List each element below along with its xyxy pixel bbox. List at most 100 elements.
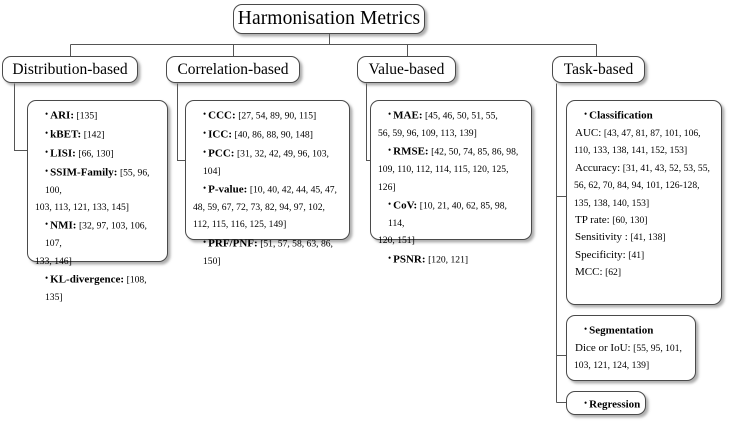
category-node-correlation-based[interactable]: Correlation-based	[166, 56, 300, 83]
metric-label: ARI:	[50, 109, 74, 122]
bullet-icon: •	[45, 109, 49, 119]
metric-entry-continuation: 110, 133, 138, 141, 152, 153]	[574, 142, 714, 159]
metric-entry-continuation: 112, 115, 116, 125, 149]	[193, 216, 342, 233]
metric-refs: 48, 59, 67, 72, 73, 82, 94, 97, 102,	[193, 202, 325, 214]
metric-entry: •LISI: [66, 130]	[35, 144, 160, 163]
bullet-icon: •	[45, 146, 49, 157]
metric-label: P-value:	[208, 183, 248, 196]
metric-entry: •PCC: [31, 32, 42, 49, 96, 103, 104]	[193, 144, 342, 180]
category-node-task-based[interactable]: Task-based	[552, 56, 645, 83]
metric-entry: •PRF/PNF: [51, 57, 58, 63, 86, 150]	[193, 234, 342, 270]
metric-entry: •Segmentation	[574, 321, 688, 340]
metric-label: LISI:	[50, 147, 76, 160]
metric-entry-continuation: 103, 121, 124, 139]	[574, 357, 688, 374]
bullet-icon: •	[45, 165, 49, 176]
metric-entry: •P-value: [10, 40, 42, 44, 45, 47,	[193, 180, 342, 199]
bullet-icon: •	[45, 127, 49, 138]
metric-entry-continuation: 133, 146]	[35, 253, 160, 270]
metric-label: CoV:	[393, 199, 418, 212]
metric-refs: [142]	[83, 129, 105, 141]
metric-list-value-based: •MAE: [45, 46, 50, 51, 55, 56, 59, 96, 1…	[370, 100, 532, 265]
metric-entry: Accuracy: [31, 41, 43, 52, 53, 55,	[574, 160, 714, 177]
metric-refs: [55, 96, 100,	[45, 167, 150, 196]
bullet-icon: •	[584, 398, 588, 408]
category-label-value-based: Value-based	[368, 60, 445, 78]
metric-list-regression: •Regression	[566, 391, 646, 415]
bullet-icon: •	[388, 252, 392, 263]
metric-entry: •kBET: [142]	[35, 125, 160, 144]
metric-entry-continuation: 48, 59, 67, 72, 73, 82, 94, 97, 102,	[193, 199, 342, 216]
metric-entry: MCC: [62]	[574, 264, 714, 281]
metric-entry: •ARI: [135]	[35, 106, 160, 125]
category-label-task-based: Task-based	[563, 60, 634, 78]
metric-refs: 110, 133, 138, 141, 152, 153]	[574, 145, 688, 157]
metric-entry: •MAE: [45, 46, 50, 51, 55,	[378, 106, 524, 125]
bullet-icon: •	[584, 324, 588, 334]
metric-label: PCC:	[208, 147, 235, 160]
metric-refs: [41]	[628, 249, 645, 261]
metric-entry: •SSIM-Family: [55, 96, 100,	[35, 163, 160, 199]
metric-entry: Dice or IoU: [55, 95, 101,	[574, 340, 688, 357]
metric-refs: [32, 97, 103, 106, 107,	[45, 220, 147, 250]
metric-refs: 56, 62, 70, 84, 94, 101, 126-128,	[574, 180, 700, 192]
bullet-icon: •	[584, 109, 588, 119]
metric-list-classification: •Classification AUC: [43, 47, 81, 87, 10…	[566, 100, 722, 305]
metric-entry: •NMI: [32, 97, 103, 106, 107,	[35, 216, 160, 252]
metric-refs: 103, 121, 124, 139]	[574, 360, 650, 372]
bullet-icon: •	[388, 109, 392, 119]
metric-label: kBET:	[50, 128, 82, 141]
metric-entry-continuation: 56, 59, 96, 109, 113, 139]	[378, 125, 524, 142]
metric-refs: [108, 135]	[45, 274, 147, 304]
metric-label: ICC:	[208, 128, 232, 141]
bullet-icon: •	[203, 146, 207, 157]
metric-label: Sensitivity :	[575, 231, 628, 244]
metric-label: MCC:	[575, 266, 603, 279]
metric-list-correlation-based: •CCC: [27, 54, 89, 90, 115] •ICC: [40, 8…	[185, 100, 350, 267]
metric-refs: [51, 57, 58, 63, 86, 150]	[203, 238, 333, 267]
metric-entry: Specificity: [41]	[574, 247, 714, 264]
metric-refs: [10, 40, 42, 44, 45, 47,	[249, 184, 337, 196]
metric-entry: •RMSE: [42, 50, 74, 85, 86, 98,	[378, 142, 524, 161]
metric-refs: [10, 21, 40, 62, 85, 98, 114,	[388, 200, 507, 229]
metric-label: Accuracy:	[575, 161, 621, 174]
metric-label: KL-divergence:	[50, 273, 125, 286]
metric-entry-continuation: 103, 113, 121, 133, 145]	[35, 199, 160, 216]
metric-refs: 120, 151]	[378, 235, 415, 247]
metric-refs: [120, 121]	[428, 254, 469, 266]
metric-refs: [62]	[605, 267, 622, 279]
bullet-icon: •	[203, 109, 207, 119]
bullet-icon: •	[45, 273, 49, 284]
metric-label: Regression	[589, 398, 641, 411]
category-node-distribution-based[interactable]: Distribution-based	[2, 56, 138, 83]
metric-label: AUC:	[575, 126, 602, 139]
metric-label: NMI:	[50, 219, 77, 232]
bullet-icon: •	[203, 236, 207, 247]
metric-refs: [41, 138]	[630, 232, 666, 244]
metric-refs: [31, 32, 42, 49, 96, 103, 104]	[203, 148, 329, 177]
root-node-harmonisation-metrics[interactable]: Harmonisation Metrics	[233, 4, 425, 34]
metric-label: PSNR:	[393, 253, 426, 266]
metric-refs: 135, 138, 140, 153]	[574, 197, 650, 209]
metric-label: SSIM-Family:	[50, 166, 118, 179]
metric-refs: 112, 115, 116, 125, 149]	[193, 219, 287, 231]
metric-refs: [135]	[76, 110, 98, 122]
category-label-distribution-based: Distribution-based	[12, 60, 128, 78]
bullet-icon: •	[203, 183, 207, 194]
metric-entry: •KL-divergence: [108, 135]	[35, 270, 160, 306]
metric-refs: [55, 95, 101,	[633, 342, 682, 354]
metric-entry: •Regression	[574, 395, 641, 414]
metric-label: Specificity:	[575, 248, 626, 261]
metric-label: Classification	[589, 109, 653, 122]
metric-entry: •CoV: [10, 21, 40, 62, 85, 98, 114,	[378, 196, 524, 232]
metric-entry: AUC: [43, 47, 81, 87, 101, 106,	[574, 125, 714, 142]
bullet-icon: •	[45, 219, 49, 230]
category-node-value-based[interactable]: Value-based	[357, 56, 456, 83]
metric-refs: [27, 54, 89, 90, 115]	[238, 110, 317, 122]
metric-refs: 133, 146]	[35, 255, 72, 267]
metric-refs: [43, 47, 81, 87, 101, 106,	[603, 127, 701, 139]
metric-entry-continuation: 120, 151]	[378, 232, 524, 249]
category-label-correlation-based: Correlation-based	[177, 60, 289, 78]
bullet-icon: •	[203, 127, 207, 138]
metric-label: MAE:	[393, 109, 423, 122]
metric-refs: 109, 110, 112, 114, 115, 120, 125, 126]	[378, 164, 509, 193]
